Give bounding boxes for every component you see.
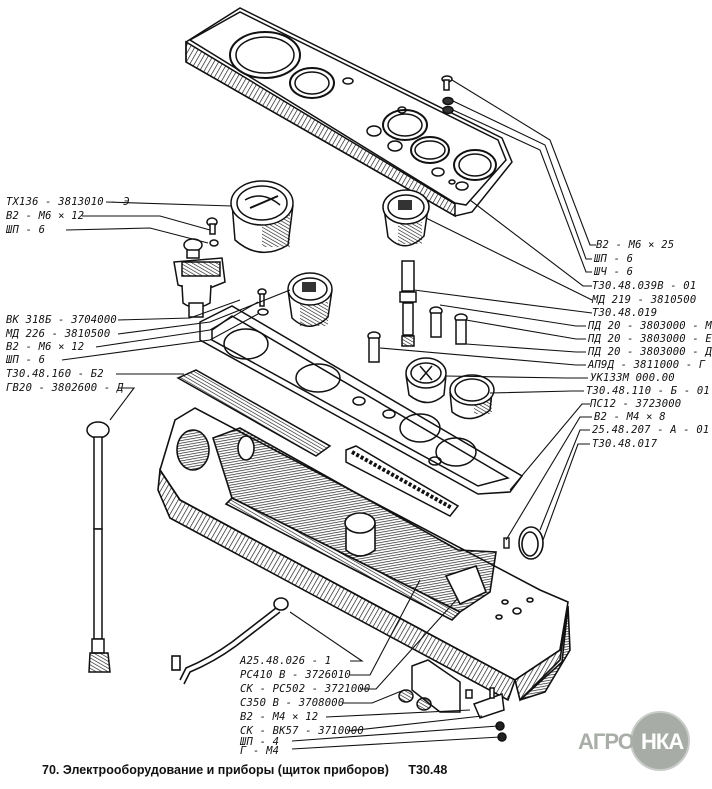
label-left-4: МД 226 - 3810500 [6, 328, 111, 340]
label-bottom-6: ШП - 4 [240, 736, 280, 748]
gauge-bottom-left [405, 357, 447, 404]
label-left-3: ВК 318Б - 3704000 [6, 314, 117, 326]
label-right-2: ШЧ - 6 [594, 266, 634, 278]
label-right-9: АП9Д - 3811000 - Г [588, 359, 706, 371]
label-right-14: 25.48.207 - А - 01 [592, 424, 710, 436]
logo-text-part2: НКА [641, 729, 684, 754]
figure-caption: 70. Электрооборудование и приборы (щиток… [42, 763, 447, 777]
label-left-1: В2 - М6 × 12 [6, 210, 85, 222]
screw-washer-set-top [441, 75, 454, 115]
ignition-switch [173, 217, 226, 318]
figure-title: Электрооборудование и приборы (щиток при… [62, 763, 389, 777]
leader-lines [61, 79, 596, 750]
label-right-15: Т30.48.017 [592, 438, 658, 450]
watermark-logo: АГРО НКА [578, 707, 698, 777]
top-face-plate [185, 7, 513, 218]
hatched-strip [176, 369, 332, 457]
label-right-7: ПД 20 - 3803000 - Е [588, 333, 712, 345]
indicator-lamps [367, 306, 468, 363]
label-right-0: В2 - М6 × 25 [596, 239, 675, 251]
instrument-housing [157, 407, 571, 702]
gauge-right-upper [382, 189, 430, 247]
label-left-2: ШП - 6 [6, 224, 46, 236]
large-gauge [230, 180, 294, 254]
label-bottom-0: А25.48.026 - 1 [240, 655, 332, 667]
label-left-6: ШП - 6 [6, 354, 46, 366]
logo-text-part1: АГРО [578, 729, 635, 754]
label-bottom-7: Г - М4 [240, 745, 280, 757]
terminal-block [345, 445, 460, 517]
gauge-bottom-right [449, 374, 495, 420]
label-left-8: ГВ20 - 3802600 - Д [6, 382, 124, 394]
label-right-12: ПС12 - 3723000 [590, 398, 682, 410]
label-left-0: ТХ136 - 3813010 - Э [6, 196, 130, 208]
label-bottom-1: РС410 В - 3726010 [240, 669, 351, 681]
label-bottom-3: С350 В - 3708000 [240, 697, 345, 709]
bezel-ring [518, 526, 544, 560]
label-right-6: ПД 20 - 3803000 - М [588, 320, 712, 332]
label-bottom-5: СК - ВК57 - 3710000 [240, 725, 364, 737]
label-left-7: Т30.48.160 - Б2 [6, 368, 104, 380]
label-bottom-4: В2 - М4 × 12 [240, 711, 319, 723]
small-screw-right [503, 537, 510, 549]
label-right-10: УК133М 000.00 [590, 372, 675, 384]
tachometer-cable [86, 421, 111, 673]
label-right-8: ПД 20 - 3803000 - Д [588, 346, 712, 358]
label-right-3: Т30.48.039В - 01 [592, 280, 697, 292]
label-right-4: МД 219 - 3810500 [592, 294, 697, 306]
gauge-middle [287, 272, 333, 327]
label-right-1: ШП - 6 [594, 253, 634, 265]
label-right-5: Т30.48.019 [592, 307, 658, 319]
temperature-sensor [399, 260, 417, 347]
oil-pressure-tube [171, 597, 289, 685]
label-right-11: Т30.48.110 - Б - 01 [586, 385, 710, 397]
figure-number: 70. [42, 763, 60, 777]
figure-model-code: Т30.48 [408, 763, 448, 777]
screw-washer-middle [257, 288, 269, 316]
logo-circle-icon [630, 711, 690, 771]
label-bottom-2: СК - РС502 - 3721000 [240, 683, 371, 695]
label-right-13: В2 - М4 × 8 [594, 411, 666, 423]
label-left-5: В2 - М6 × 12 [6, 341, 85, 353]
